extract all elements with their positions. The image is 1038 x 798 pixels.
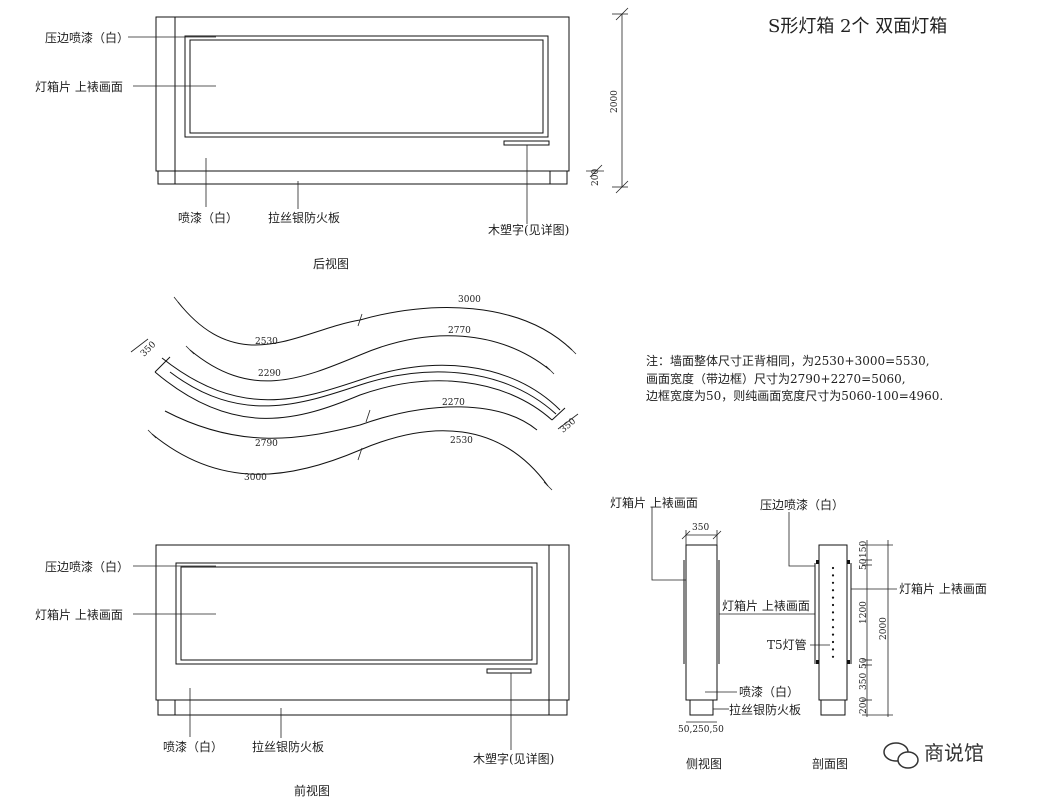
back-view-letters-plate: [503, 140, 550, 146]
dim-height-label: 2000: [610, 90, 620, 113]
plan-arc-label: 3000: [244, 473, 267, 483]
notes-block: 注：墙面整体尺寸正背相同，为2530+3000=5530, 画面宽度（带边框）尺…: [646, 353, 943, 403]
section-label-tube: T5灯管: [767, 637, 807, 652]
side-label-lightbox: 灯箱片 上裱画面: [610, 495, 698, 510]
side-label-panel: 拉丝银防火板: [729, 702, 801, 717]
section-view-caption: 剖面图: [812, 757, 848, 771]
dim-50b: 50: [859, 657, 869, 669]
side-label-lightbox-2: 灯箱片 上裱画面: [722, 598, 810, 613]
plan-curve-4: [164, 406, 538, 439]
dim-200: 200: [859, 697, 869, 714]
side-dim-bottom: 50,250,50: [678, 725, 724, 735]
plan-arc-label: 2290: [258, 369, 281, 379]
back-label-lightbox: 灯箱片 上裱画面: [35, 79, 123, 94]
plan-band-upper: [161, 357, 561, 411]
plan-curve-2: [189, 335, 551, 382]
back-view-frame-inner: [189, 39, 544, 134]
t5-tube-dot: [831, 640, 835, 644]
front-label-panel: 拉丝银防火板: [252, 739, 324, 754]
t5-tube-dot: [831, 626, 835, 629]
section-label-edge-paint: 压边喷漆（白）: [760, 497, 844, 512]
plan-curve-bottom: [151, 430, 549, 487]
front-view-frame-inner: [180, 566, 533, 661]
plan-arc-label: 2790: [255, 439, 278, 449]
plan-band-lower: [154, 371, 553, 421]
front-view-frame-outer: [175, 562, 538, 665]
plan-arc-label: 3000: [458, 295, 481, 305]
note-line-2: 画面宽度（带边框）尺寸为2790+2270=5060,: [646, 371, 906, 386]
side-view-base: [689, 699, 714, 716]
back-label-letters: 木塑字(见详图): [488, 222, 569, 237]
side-view-caption: 侧视图: [686, 756, 722, 771]
plan-curve-top: [177, 301, 573, 351]
t5-tube-dot: [831, 589, 835, 592]
side-view-body: [685, 544, 718, 701]
dim-base-label: 200: [591, 169, 601, 186]
front-view: 压边喷漆（白） 灯箱片 上裱画面 喷漆（白） 拉丝银防火板 木塑字(见详图) 前…: [35, 544, 570, 798]
t5-tube-dot: [831, 655, 835, 658]
back-view-frame-outer: [184, 35, 549, 138]
side-dim-width: 350: [692, 523, 709, 533]
section-view: 压边喷漆（白） 灯箱片 上裱画面 T5灯管 剖面图 150 50 1200 50…: [760, 497, 987, 771]
front-view-letters-plate: [486, 668, 532, 674]
plan-width-left: 350: [139, 340, 158, 359]
t5-tube-dot: [831, 648, 835, 651]
back-label-paint: 喷漆（白）: [178, 210, 238, 225]
plan-arc-label: 2770: [448, 326, 471, 336]
s-plan-view: 3000 2530 2770 2290 2270 2790 2530 3000 …: [130, 295, 579, 491]
drawing-title: S形灯箱 2个 双面灯箱: [768, 16, 947, 37]
t5-tube-dot: [831, 633, 835, 636]
side-view: 灯箱片 上裱画面 灯箱片 上裱画面 喷漆（白） 拉丝银防火板 350 50,25…: [610, 495, 815, 771]
back-label-panel: 拉丝银防火板: [268, 210, 340, 225]
t5-tube-array: [831, 566, 835, 658]
front-label-edge-paint: 压边喷漆（白）: [45, 559, 129, 574]
t5-tube-dot: [831, 596, 835, 599]
back-label-edge-paint: 压边喷漆（白）: [45, 30, 129, 45]
leader-lightbox: [651, 507, 686, 581]
t5-tube-dot: [831, 566, 835, 570]
back-view-caption: 后视图: [313, 256, 349, 271]
plan-width-right: 350: [559, 416, 579, 435]
side-label-paint: 喷漆（白）: [739, 684, 799, 699]
t5-tube-dot: [831, 603, 835, 607]
t5-tube-dot: [831, 581, 835, 584]
watermark-text: 商说馆: [924, 741, 984, 765]
dim-350: 350: [859, 673, 869, 690]
front-label-letters: 木塑字(见详图): [473, 751, 554, 766]
dim-1200: 1200: [859, 601, 869, 624]
front-view-base: [157, 699, 568, 716]
front-view-caption: 前视图: [294, 783, 330, 798]
back-view-base: [157, 170, 568, 185]
t5-tube-dot: [831, 611, 835, 614]
t5-tube-dot: [831, 574, 835, 577]
plan-arc-label: 2270: [442, 398, 465, 408]
section-view-base: [820, 699, 846, 716]
note-line-3: 边框宽度为50，则纯画面宽度尺寸为5060-100=4960.: [646, 388, 943, 403]
section-label-lightbox: 灯箱片 上裱画面: [899, 581, 987, 596]
note-line-1: 注：墙面整体尺寸正背相同，为2530+3000=5530,: [646, 353, 930, 368]
front-label-lightbox: 灯箱片 上裱画面: [35, 607, 123, 622]
front-view-outline: [155, 544, 570, 701]
t5-tube-dot: [831, 618, 835, 621]
watermark: 商说馆: [883, 741, 984, 769]
plan-arc-label: 2530: [450, 436, 473, 446]
leader-edge-paint: [788, 512, 815, 567]
dim-50a: 50: [859, 558, 869, 570]
back-view: 压边喷漆（白） 灯箱片 上裱画面 喷漆（白） 拉丝银防火板 木塑字(见详图) 后…: [35, 7, 629, 271]
plan-arc-label: 2530: [255, 337, 278, 347]
dim-150: 150: [859, 541, 869, 558]
dim-total: 2000: [879, 617, 889, 640]
front-label-paint: 喷漆（白）: [163, 739, 223, 754]
